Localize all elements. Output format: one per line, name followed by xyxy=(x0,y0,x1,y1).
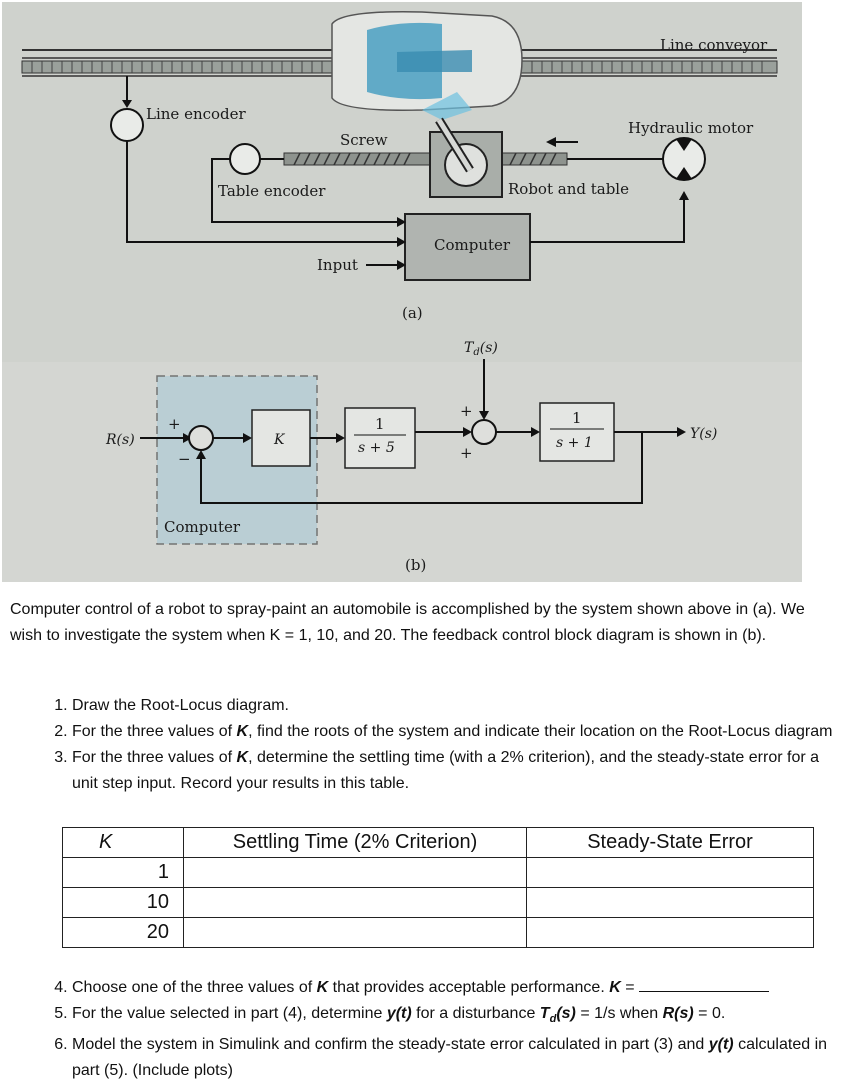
caption-a: (a) xyxy=(402,304,423,322)
q2-k: K xyxy=(236,723,249,740)
y-of-s-label: Y(s) xyxy=(690,426,717,442)
q3-pre: For the three values of xyxy=(72,749,237,766)
figure-svg: Line conveyor Line encoder xyxy=(2,2,802,582)
td-of-s-label: Td(s) xyxy=(464,340,498,358)
caption-b: (b) xyxy=(405,556,426,574)
table-encoder-label: Table encoder xyxy=(218,182,326,200)
question-1: Draw the Root-Locus diagram. xyxy=(72,693,842,719)
screw-label: Screw xyxy=(340,131,388,149)
q6-post: calculated in part (5). (Include plots) xyxy=(72,1036,828,1080)
car-image xyxy=(331,11,523,120)
question-4: Choose one of the three values of K that… xyxy=(72,975,842,1001)
question-6: Model the system in Simulink and confirm… xyxy=(72,1032,842,1084)
settling-time-cell[interactable] xyxy=(183,917,527,948)
steady-state-error-cell[interactable] xyxy=(526,857,814,888)
sign-plus-1: + xyxy=(168,415,181,433)
table-row: 1 xyxy=(62,857,814,888)
question-list-bottom: Choose one of the three values of K that… xyxy=(40,975,842,1084)
block2-denominator: s + 1 xyxy=(556,435,593,451)
r-of-s-label: R(s) xyxy=(105,432,135,448)
block2-numerator: 1 xyxy=(572,409,582,427)
q5-td-val: = 1/s when xyxy=(575,1005,663,1022)
summing-junction-2 xyxy=(471,419,497,445)
header-k: K xyxy=(62,827,184,858)
block-k-label: K xyxy=(273,432,286,448)
line-conveyor-label: Line conveyor xyxy=(660,36,768,54)
settling-time-cell[interactable] xyxy=(183,887,527,918)
line-encoder-icon xyxy=(110,108,144,142)
input-label: Input xyxy=(317,256,358,274)
line-encoder-label: Line encoder xyxy=(146,105,247,123)
intro-paragraph: Computer control of a robot to spray-pai… xyxy=(10,601,805,644)
table-header-row: K Settling Time (2% Criterion) Steady-St… xyxy=(62,827,814,858)
settling-time-cell[interactable] xyxy=(183,857,527,888)
q3-k: K xyxy=(236,749,249,766)
gain-block-k xyxy=(251,409,311,467)
sign-plus-3: + xyxy=(460,402,473,420)
q2-post: , find the roots of the system and indic… xyxy=(248,723,833,740)
sign-minus-1: − xyxy=(178,450,191,468)
question-5: For the value selected in part (4), dete… xyxy=(72,1001,842,1032)
q4-post: that provides acceptable performance. xyxy=(328,979,610,996)
sign-plus-2: + xyxy=(460,444,473,462)
table-row: 10 xyxy=(62,887,814,918)
q4-k: K xyxy=(316,979,329,996)
header-steady-state-error: Steady-State Error xyxy=(526,827,814,858)
robot-and-table-icon xyxy=(429,117,503,198)
robot-system-figure: Line conveyor Line encoder xyxy=(2,2,802,582)
block1-numerator: 1 xyxy=(375,415,385,433)
k-value-1: 1 xyxy=(62,857,184,888)
steady-state-error-cell[interactable] xyxy=(526,887,814,918)
q3-post: , determine the settling time (with a 2%… xyxy=(72,749,820,792)
question-3: For the three values of K, determine the… xyxy=(72,745,842,797)
q5-r: R(s) xyxy=(662,1005,694,1022)
steady-state-error-cell[interactable] xyxy=(526,917,814,948)
q5-y: y(t) xyxy=(386,1005,412,1022)
question-list-top: Draw the Root-Locus diagram. For the thr… xyxy=(40,693,842,797)
computer-label-b: Computer xyxy=(164,518,241,536)
computer-label-a: Computer xyxy=(434,236,511,254)
q5-pre: For the value selected in part (4), dete… xyxy=(72,1005,387,1022)
k-value-10: 10 xyxy=(62,887,184,918)
hydraulic-motor-label: Hydraulic motor xyxy=(628,119,754,137)
plant-block-1 xyxy=(344,407,416,469)
feedback-path xyxy=(200,432,643,504)
q5-end: = 0. xyxy=(693,1005,726,1022)
q5-td-s: (s) xyxy=(556,1005,576,1022)
plant-block-2 xyxy=(539,402,615,462)
computer-block-a xyxy=(404,213,531,281)
q5-td: T xyxy=(539,1005,550,1022)
k-value-20: 20 xyxy=(62,917,184,948)
screw-icon xyxy=(283,152,568,166)
robot-and-table-label: Robot and table xyxy=(508,180,629,198)
summing-junction-1 xyxy=(188,425,214,451)
q2-pre: For the three values of xyxy=(72,723,237,740)
results-table: K Settling Time (2% Criterion) Steady-St… xyxy=(62,827,814,948)
q1-text: Draw the Root-Locus diagram. xyxy=(72,697,289,714)
block1-denominator: s + 5 xyxy=(358,440,395,456)
q4-eq: = xyxy=(620,979,640,996)
q4-pre: Choose one of the three values of xyxy=(72,979,317,996)
k-answer-blank[interactable] xyxy=(639,975,770,992)
q6-y: y(t) xyxy=(708,1036,734,1054)
q5-td-sub: d xyxy=(549,1013,557,1026)
q4-k-answer-label: K xyxy=(609,979,621,996)
hydraulic-motor-icon xyxy=(662,137,706,181)
q6-pre: Model the system in Simulink and confirm… xyxy=(72,1036,709,1054)
table-encoder-icon xyxy=(229,143,261,175)
header-settling-time: Settling Time (2% Criterion) xyxy=(183,827,527,858)
question-2: For the three values of K, find the root… xyxy=(72,719,842,745)
q5-mid: for a disturbance xyxy=(411,1005,540,1022)
table-row: 20 xyxy=(62,917,814,948)
